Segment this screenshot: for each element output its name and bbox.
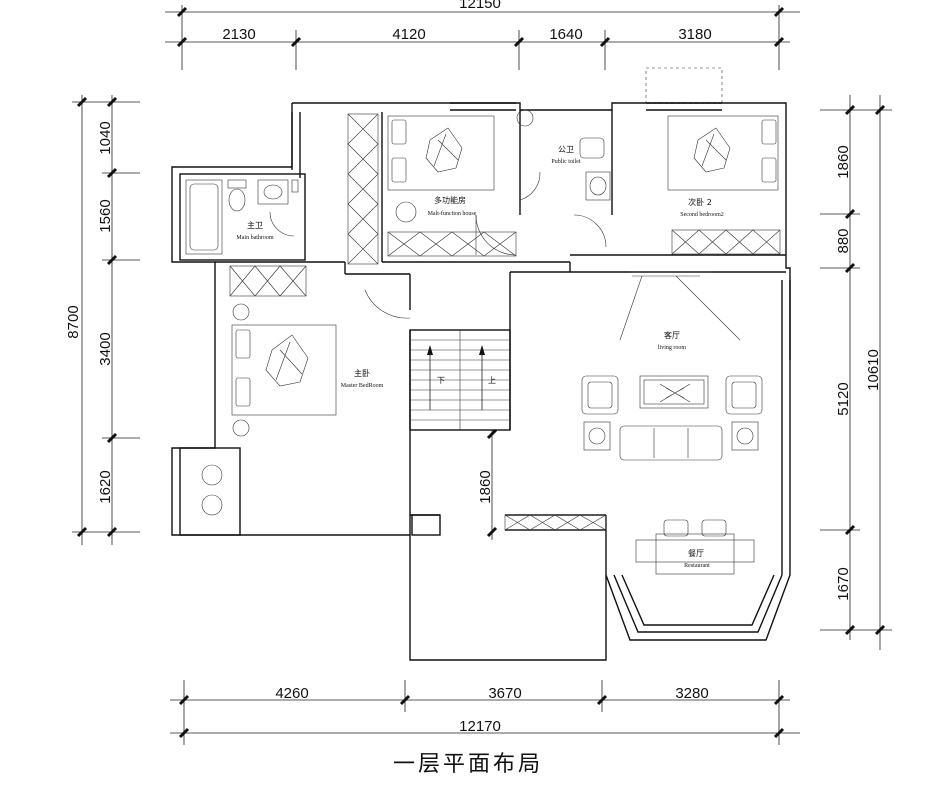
left-dim-3: 3400: [97, 332, 114, 365]
stairs: [410, 330, 510, 430]
main-bath-label-en: Main bathroom: [236, 235, 273, 241]
beds: [231, 115, 779, 437]
doors: [269, 171, 607, 319]
bottom-total-dim: 12170: [459, 718, 501, 735]
stair-dim: 1860: [477, 470, 494, 503]
master-bedroom-label: 主卧: [354, 368, 370, 378]
exterior-walls: [171, 67, 791, 661]
right-dim-2: 880: [835, 228, 852, 253]
bathroom-fixtures: [185, 109, 611, 255]
living-room-label: 客厅: [664, 330, 680, 340]
public-toilet-label: 公卫: [558, 145, 574, 154]
top-dim-3: 1640: [549, 26, 582, 43]
multi-room-label-en: Malt-function house: [428, 210, 477, 217]
bottom-dim-1: 4260: [275, 685, 308, 702]
right-dim-1: 1860: [835, 145, 852, 178]
second-bedroom-label-en: Second bedroom2: [680, 212, 724, 218]
top-dim-2: 4120: [392, 26, 425, 43]
second-bedroom-label: 次卧 2: [688, 197, 712, 207]
top-total-dim: 12150: [459, 0, 501, 12]
top-dim-4: 3180: [678, 26, 711, 43]
right-dim-3: 5120: [835, 382, 852, 415]
right-dim-4: 1670: [835, 567, 852, 600]
living-furniture: [201, 271, 763, 575]
public-toilet-label-en: Public toilet: [551, 159, 580, 165]
bottom-dimension-lines: [170, 680, 800, 745]
stair-down-label: 下: [437, 376, 445, 385]
top-dimension-lines: [165, 5, 800, 70]
top-dim-1: 2130: [222, 26, 255, 43]
bottom-dim-3: 3280: [675, 685, 708, 702]
left-dim-1: 1040: [97, 121, 114, 154]
left-dimension-lines: [72, 95, 140, 545]
left-total-dim: 8700: [65, 305, 82, 338]
right-dimension-lines: [820, 95, 892, 650]
multi-room-label: 多功能房: [434, 195, 466, 205]
bottom-dim-2: 3670: [488, 685, 521, 702]
stair-up-label: 上: [488, 376, 496, 385]
right-total-dim: 10610: [865, 349, 882, 391]
living-room-label-en: living room: [658, 345, 686, 351]
cabinets: [229, 113, 781, 531]
restaurant-label-en: Restaurant: [684, 563, 710, 569]
plan-title: 一层平面布局: [393, 752, 543, 777]
master-bedroom-label-en: Master BedRoom: [341, 383, 384, 389]
main-bath-label: 主卫: [247, 220, 263, 230]
left-dim-2: 1560: [97, 199, 114, 232]
stair-dimension: [486, 428, 498, 540]
left-dim-4: 1620: [97, 470, 114, 503]
restaurant-label: 餐厅: [688, 549, 704, 558]
